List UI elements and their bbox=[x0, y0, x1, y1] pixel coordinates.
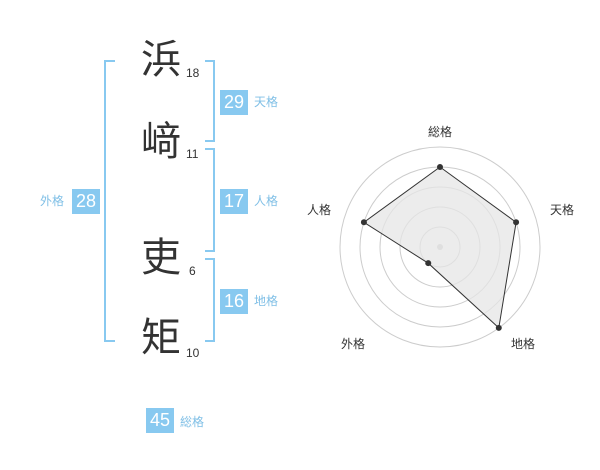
radar-point-3 bbox=[425, 260, 432, 267]
chikaku-bracket bbox=[205, 258, 215, 342]
name-char-2: 﨑 bbox=[141, 119, 181, 165]
radar-point-4 bbox=[360, 219, 367, 226]
jinkaku-label: 人格 bbox=[254, 194, 279, 208]
gaikaku-bracket bbox=[104, 60, 115, 342]
radar-chart bbox=[339, 146, 541, 348]
chikaku-label: 地格 bbox=[254, 294, 279, 308]
tenkaku-label: 天格 bbox=[254, 95, 279, 109]
tenkaku-value-box: 29 bbox=[220, 90, 248, 115]
name-char-2-strokes: 11 bbox=[186, 147, 199, 161]
soukaku-label: 総格 bbox=[180, 415, 205, 429]
name-char-4-strokes: 10 bbox=[186, 346, 200, 360]
name-char-1-strokes: 18 bbox=[186, 66, 200, 80]
soukaku-value-box: 45 bbox=[146, 408, 174, 433]
radar-axis-label-jinkaku: 人格 bbox=[307, 203, 332, 217]
radar-grid-ring bbox=[339, 146, 541, 348]
radar-point-0 bbox=[437, 164, 443, 170]
radar-point-1 bbox=[513, 219, 520, 226]
gaikaku-value-box: 28 bbox=[72, 189, 100, 214]
radar-axis-label-soukaku: 総格 bbox=[428, 125, 453, 139]
gaikaku-label: 外格 bbox=[40, 194, 65, 208]
radar-axis-label-tenkaku: 天格 bbox=[550, 203, 575, 217]
radar-axis-label-chikaku: 地格 bbox=[511, 337, 536, 351]
jinkaku-bracket bbox=[205, 148, 215, 252]
name-char-1: 浜 bbox=[141, 37, 181, 83]
name-char-3: 吏 bbox=[141, 235, 181, 281]
radar-data-polygon bbox=[363, 166, 517, 329]
name-char-3-strokes: 6 bbox=[189, 264, 196, 278]
tenkaku-bracket bbox=[205, 60, 215, 142]
radar-point-2 bbox=[495, 324, 502, 331]
chikaku-value-box: 16 bbox=[220, 289, 248, 314]
jinkaku-value-box: 17 bbox=[220, 189, 248, 214]
radar-axis-label-gaikaku: 外格 bbox=[341, 337, 366, 351]
name-char-4: 矩 bbox=[141, 315, 181, 361]
